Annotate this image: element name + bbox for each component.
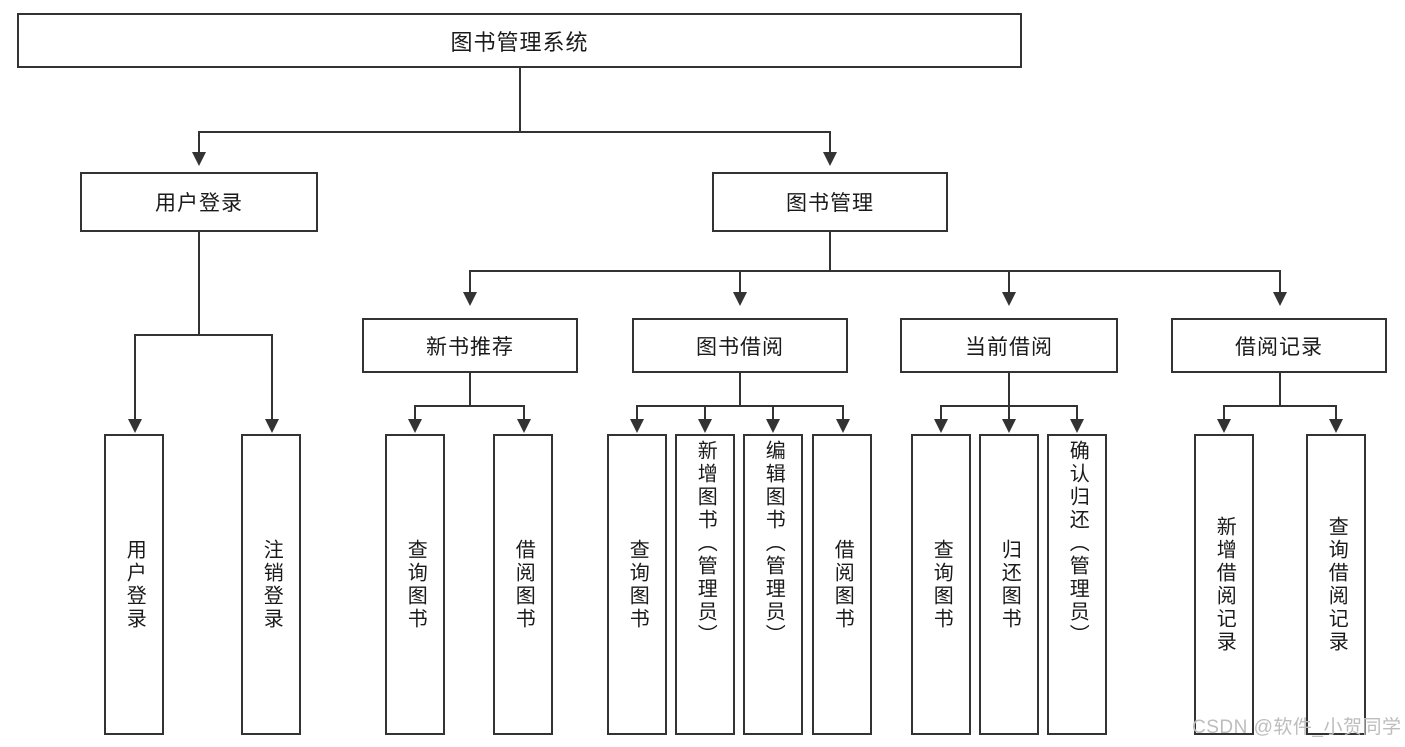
leaf-borrow-record-add-record[interactable]: 新增借阅记录 bbox=[1194, 434, 1254, 735]
arrowhead-book-borrow-leaf-4 bbox=[836, 419, 850, 433]
node-label: 借阅图书 bbox=[831, 538, 854, 631]
node-label: 查询图书 bbox=[404, 538, 427, 631]
arrowhead-root-to-user-login bbox=[192, 152, 206, 166]
leaf-book-borrow-edit-book-admin[interactable]: 编辑图书（管理员） bbox=[743, 434, 803, 735]
arrowhead-user-login-leaf-1 bbox=[128, 419, 142, 433]
arrowhead-bm-to-book-borrow bbox=[733, 292, 747, 306]
arrowhead-bm-to-current-borrow bbox=[1002, 292, 1016, 306]
connector-new-book-leaf-2 bbox=[523, 405, 525, 421]
node-label: 图书管理系统 bbox=[450, 29, 589, 55]
node-book-borrow[interactable]: 图书借阅 bbox=[632, 318, 848, 373]
leaf-user-login-login[interactable]: 用户登录 bbox=[104, 434, 164, 735]
node-label: 确认归还（管理员） bbox=[1066, 440, 1089, 647]
leaf-book-borrow-borrow-book[interactable]: 借阅图书 bbox=[812, 434, 872, 735]
connector-current-borrow-leaf-3 bbox=[1076, 405, 1078, 421]
connector-book-borrow-bar bbox=[636, 405, 844, 407]
node-label: 当前借阅 bbox=[965, 335, 1053, 359]
connector-new-book-bar bbox=[414, 405, 525, 407]
arrowhead-current-borrow-leaf-2 bbox=[1002, 419, 1016, 433]
node-label: 查询图书 bbox=[626, 538, 649, 631]
connector-borrow-record-bar bbox=[1223, 405, 1337, 407]
connector-book-borrow-stem bbox=[739, 373, 741, 407]
arrowhead-book-borrow-leaf-2 bbox=[698, 419, 712, 433]
node-borrow-record[interactable]: 借阅记录 bbox=[1171, 318, 1387, 373]
arrowhead-bm-to-borrow-record bbox=[1273, 292, 1287, 306]
leaf-user-login-logout[interactable]: 注销登录 bbox=[241, 434, 301, 735]
connector-borrow-record-leaf-1 bbox=[1223, 405, 1225, 421]
leaf-current-borrow-return-book[interactable]: 归还图书 bbox=[979, 434, 1039, 735]
arrowhead-book-borrow-leaf-1 bbox=[630, 419, 644, 433]
connector-root-to-user-login bbox=[198, 131, 200, 155]
connector-current-borrow-leaf-2 bbox=[1008, 405, 1010, 421]
node-user-login[interactable]: 用户登录 bbox=[80, 172, 318, 232]
node-label: 借阅图书 bbox=[512, 538, 535, 631]
connector-new-book-leaf-1 bbox=[414, 405, 416, 421]
connector-book-management-stem bbox=[829, 232, 831, 272]
arrowhead-book-borrow-leaf-3 bbox=[766, 419, 780, 433]
connector-user-login-bar bbox=[134, 334, 272, 336]
node-new-book-recommend[interactable]: 新书推荐 bbox=[362, 318, 578, 373]
connector-book-management-bar bbox=[469, 270, 1281, 272]
node-label: 归还图书 bbox=[998, 538, 1021, 631]
connector-bm-to-borrow-record bbox=[1279, 270, 1281, 294]
arrowhead-root-to-book-management bbox=[823, 152, 837, 166]
arrowhead-bm-to-new-book bbox=[463, 292, 477, 306]
arrowhead-current-borrow-leaf-1 bbox=[934, 419, 948, 433]
node-label: 借阅记录 bbox=[1235, 335, 1323, 359]
node-label: 图书管理 bbox=[786, 192, 874, 215]
node-root-book-management-system[interactable]: 图书管理系统 bbox=[17, 13, 1022, 68]
connector-borrow-record-stem bbox=[1279, 373, 1281, 407]
node-label: 图书借阅 bbox=[696, 335, 784, 359]
leaf-book-borrow-query-book[interactable]: 查询图书 bbox=[607, 434, 667, 735]
connector-book-borrow-leaf-1 bbox=[636, 405, 638, 421]
node-label: 用户登录 bbox=[155, 192, 243, 215]
connector-root-bar bbox=[198, 131, 831, 133]
leaf-current-borrow-confirm-return-admin[interactable]: 确认归还（管理员） bbox=[1047, 434, 1107, 735]
connector-root-to-book-management bbox=[829, 131, 831, 155]
arrowhead-borrow-record-leaf-2 bbox=[1329, 419, 1343, 433]
node-label: 新书推荐 bbox=[426, 335, 514, 359]
arrowhead-new-book-leaf-2 bbox=[517, 419, 531, 433]
connector-user-login-leaf-2 bbox=[271, 334, 273, 422]
node-label: 新增借阅记录 bbox=[1213, 515, 1236, 654]
arrowhead-current-borrow-leaf-3 bbox=[1070, 419, 1084, 433]
watermark-text: CSDN @软件_小贺同学 bbox=[1192, 717, 1402, 738]
connector-user-login-stem bbox=[198, 232, 200, 336]
node-label: 新增图书（管理员） bbox=[694, 440, 717, 647]
node-current-borrow[interactable]: 当前借阅 bbox=[900, 318, 1118, 373]
leaf-book-borrow-add-book-admin[interactable]: 新增图书（管理员） bbox=[675, 434, 735, 735]
arrowhead-new-book-leaf-1 bbox=[408, 419, 422, 433]
leaf-new-book-borrow-book[interactable]: 借阅图书 bbox=[493, 434, 553, 735]
leaf-new-book-query-book[interactable]: 查询图书 bbox=[385, 434, 445, 735]
connector-root-stem bbox=[519, 68, 521, 133]
connector-bm-to-new-book bbox=[469, 270, 471, 294]
connector-book-borrow-leaf-2 bbox=[704, 405, 706, 421]
connector-book-borrow-leaf-3 bbox=[772, 405, 774, 421]
connector-bm-to-book-borrow bbox=[739, 270, 741, 294]
connector-bm-to-current-borrow bbox=[1008, 270, 1010, 294]
connector-current-borrow-stem bbox=[1008, 373, 1010, 407]
node-label: 查询借阅记录 bbox=[1325, 515, 1348, 654]
arrowhead-borrow-record-leaf-1 bbox=[1217, 419, 1231, 433]
node-label: 编辑图书（管理员） bbox=[762, 440, 785, 647]
arrowhead-user-login-leaf-2 bbox=[265, 419, 279, 433]
leaf-borrow-record-query-record[interactable]: 查询借阅记录 bbox=[1306, 434, 1366, 735]
connector-current-borrow-leaf-1 bbox=[940, 405, 942, 421]
connector-book-borrow-leaf-4 bbox=[842, 405, 844, 421]
node-label: 注销登录 bbox=[260, 538, 283, 631]
connector-user-login-leaf-1 bbox=[134, 334, 136, 422]
node-label: 用户登录 bbox=[123, 538, 146, 631]
connector-borrow-record-leaf-2 bbox=[1335, 405, 1337, 421]
node-label: 查询图书 bbox=[930, 538, 953, 631]
node-book-management[interactable]: 图书管理 bbox=[712, 172, 948, 232]
connector-new-book-stem bbox=[469, 373, 471, 407]
leaf-current-borrow-query-book[interactable]: 查询图书 bbox=[911, 434, 971, 735]
